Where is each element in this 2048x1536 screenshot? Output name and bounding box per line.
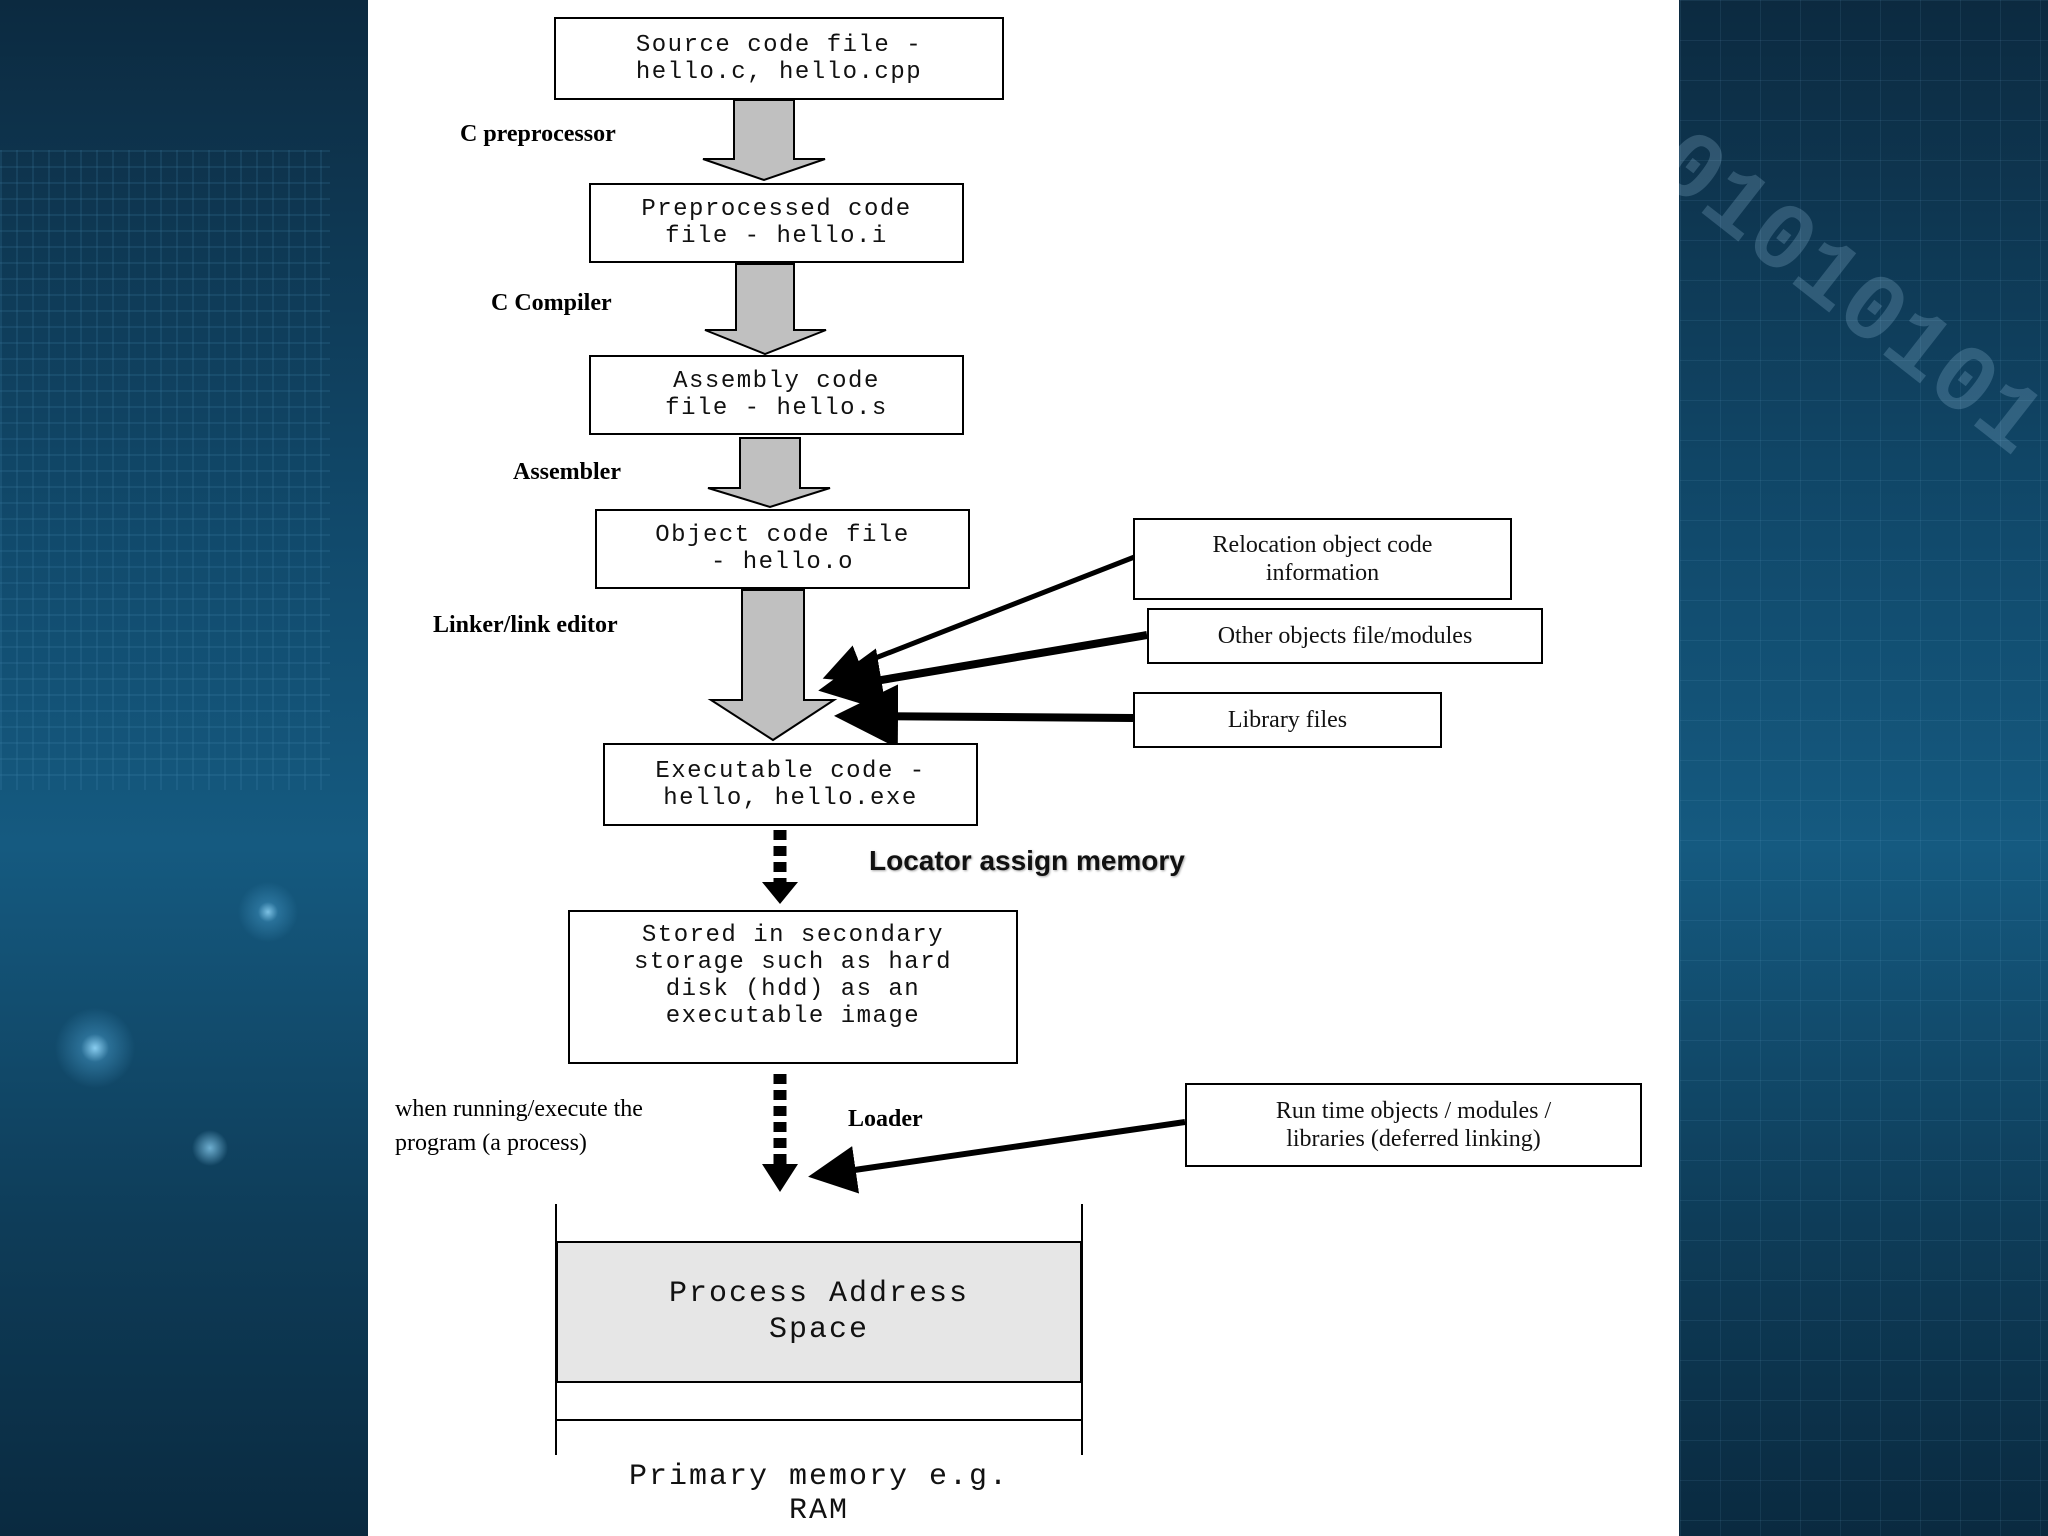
assembly-code-box: Assembly code file - hello.s — [589, 355, 964, 435]
dotted-arrow-loader-head — [762, 1164, 798, 1192]
library-files-box: Library files — [1133, 692, 1442, 748]
block-arrow-compiler — [704, 263, 827, 356]
primary-memory-label: Primary memory e.g. RAM — [628, 1460, 1010, 1528]
runtime-objects-box: Run time objects / modules / libraries (… — [1185, 1083, 1642, 1167]
process-address-space: Process Address Space — [556, 1241, 1082, 1383]
label-c-preprocessor: C preprocessor — [460, 121, 616, 147]
label-assembler: Assembler — [513, 459, 621, 485]
preprocessed-code-box: Preprocessed code file - hello.i — [589, 183, 964, 263]
label-loader: Loader — [848, 1106, 923, 1132]
label-locator-assign-memory: Locator assign memory — [869, 845, 1185, 876]
label-when-running: when running/execute the program (a proc… — [395, 1096, 643, 1156]
label-linker: Linker/link editor — [433, 612, 618, 638]
secondary-storage-box: Stored in secondary storage such as hard… — [568, 910, 1018, 1064]
block-arrow-assembler — [707, 437, 831, 509]
block-arrow-linker — [707, 589, 838, 742]
background-grid-pattern — [0, 150, 330, 790]
dotted-arrow-locator-head — [762, 882, 798, 904]
label-c-compiler: C Compiler — [491, 290, 612, 316]
executable-code-box: Executable code - hello, hello.exe — [603, 743, 978, 826]
source-code-box: Source code file - hello.c, hello.cpp — [554, 17, 1004, 100]
arrow-runtime — [808, 1119, 1186, 1194]
arrow-library — [834, 684, 1134, 749]
other-objects-box: Other objects file/modules — [1147, 608, 1543, 664]
arrow-other-objects — [818, 631, 1148, 712]
relocation-info-box: Relocation object code information — [1133, 518, 1512, 600]
background-right-grid-pattern — [1680, 0, 2048, 1536]
block-arrow-preprocessor — [702, 99, 826, 182]
object-code-box: Object code file - hello.o — [595, 509, 970, 589]
